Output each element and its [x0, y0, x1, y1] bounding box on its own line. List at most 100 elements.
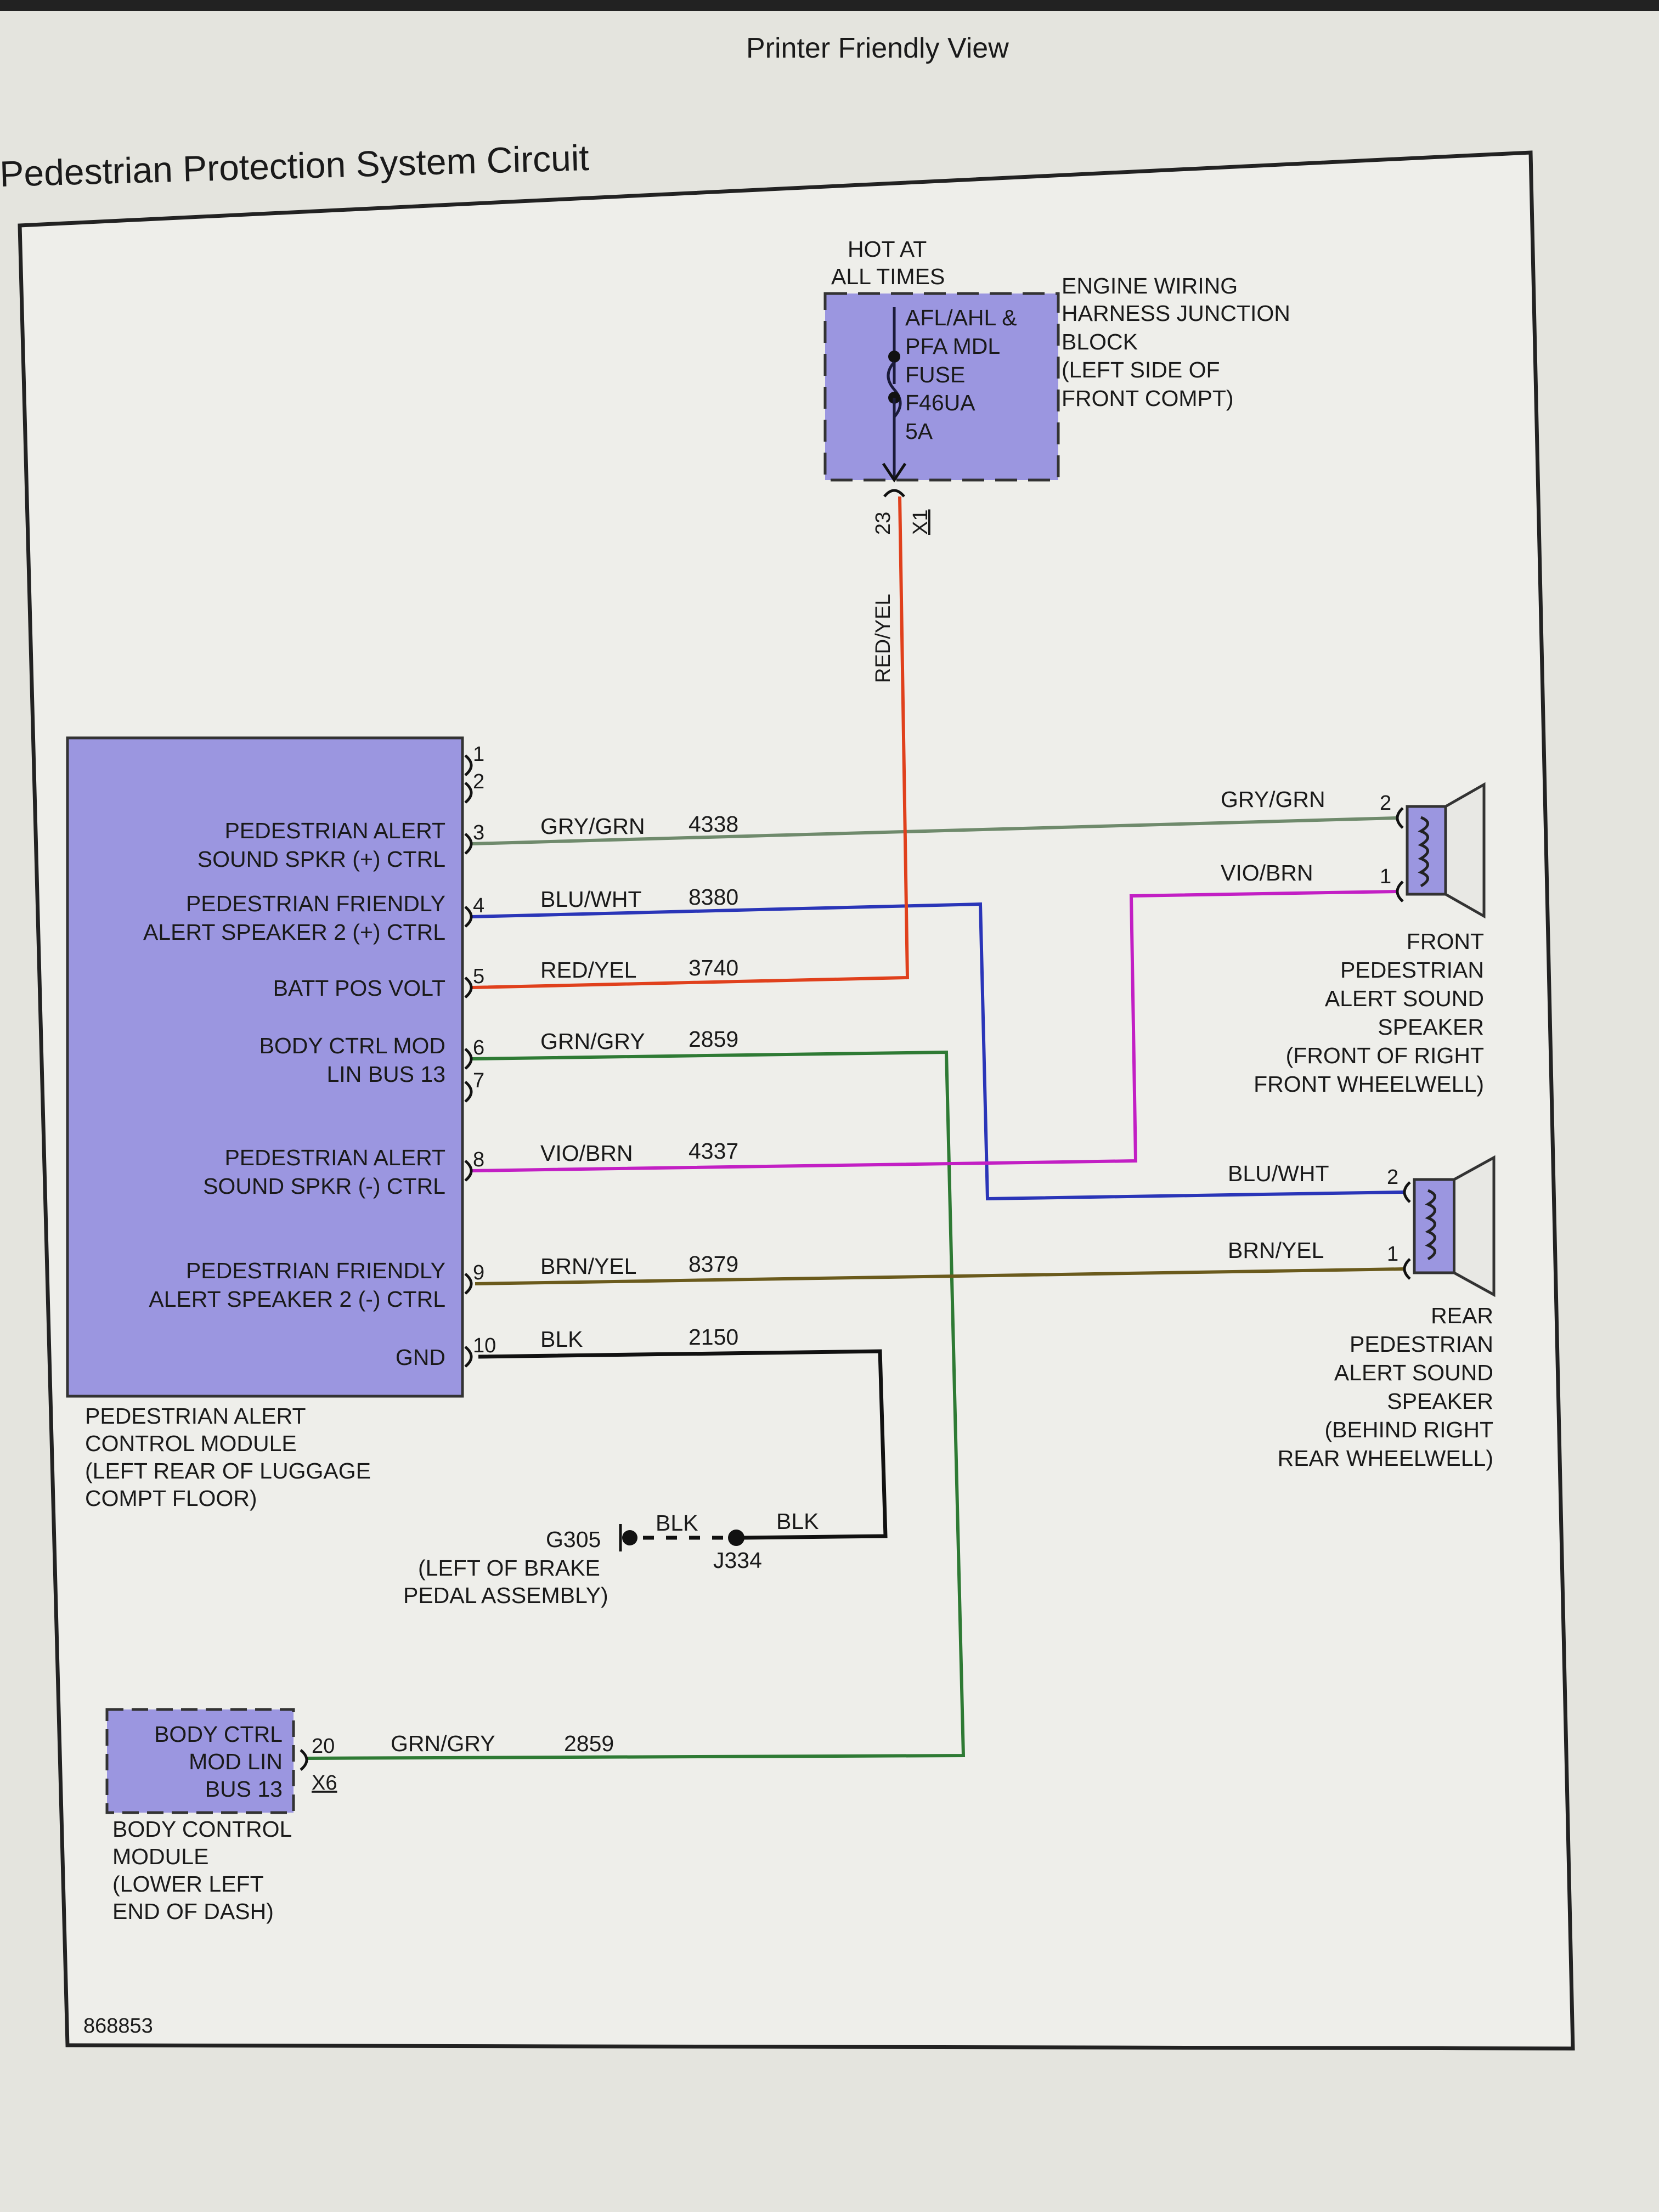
connector-label: X6: [312, 1771, 337, 1795]
connector-label: X1: [909, 510, 932, 535]
wire-color-label: GRN/GRY: [391, 1731, 495, 1756]
pin-label: PEDESTRIAN ALERT: [224, 1145, 445, 1170]
connector-x1: [883, 489, 905, 498]
circuit-number: 3740: [689, 955, 738, 980]
front-speaker: 2 GRY/GRN 1 VIO/BRN FRONT PEDESTRIAN ALERT SOU…: [1221, 782, 1486, 1097]
ground-location: (LEFT OF BRAKE: [418, 1555, 600, 1581]
fuse-terminal: [888, 351, 900, 363]
pin-number: 7: [473, 1069, 484, 1092]
pin-label: SOUND SPKR (+) CTRL: [198, 847, 445, 872]
speaker-name: SPEAKER: [1378, 1014, 1484, 1040]
fuse-block-name: ENGINE WIRING: [1062, 273, 1238, 298]
wire-color-label: BLK: [776, 1509, 819, 1534]
bcm-pin-label: BODY CTRL: [154, 1722, 283, 1747]
bcm-pin-label: MOD LIN: [189, 1749, 283, 1774]
connector-terminal: [464, 754, 473, 776]
connector-terminal: [464, 1048, 473, 1070]
wire-color-label: BLU/WHT: [1228, 1161, 1329, 1186]
ground-location: PEDAL ASSEMBLY): [403, 1583, 608, 1608]
pin-number: 3: [473, 821, 484, 844]
wire-gry-grn: [471, 816, 1397, 845]
wire-color-label: GRY/GRN: [1221, 787, 1325, 812]
wire-color-label: RED/YEL: [872, 594, 895, 683]
wire-color-label: GRY/GRN: [540, 814, 645, 839]
bcm-pin-label: BUS 13: [205, 1776, 283, 1802]
speaker-name: FRONT WHEELWELL): [1254, 1071, 1484, 1097]
bcm-name: END OF DASH): [112, 1899, 274, 1924]
pin-label: PEDESTRIAN ALERT: [224, 818, 445, 843]
fuse-icon: [887, 361, 902, 418]
fuse-block-name: BLOCK: [1062, 329, 1138, 354]
pin-label: BATT POS VOLT: [273, 975, 445, 1001]
pin-number: 2: [473, 770, 484, 793]
module-name: CONTROL MODULE: [85, 1431, 297, 1456]
fuse-label: AFL/AHL &: [905, 305, 1017, 330]
connector-terminal: [464, 1346, 473, 1368]
pin-label: PEDESTRIAN FRIENDLY: [186, 891, 445, 916]
diagram-id: 868853: [83, 2015, 153, 2038]
fuse-label: 5A: [905, 419, 933, 444]
connector-terminal: [464, 1160, 473, 1182]
wire-color-label: GRN/GRY: [540, 1029, 645, 1054]
wire-color-label: VIO/BRN: [1221, 860, 1313, 885]
wire-color-label: BLK: [540, 1327, 583, 1352]
connector-terminal: [464, 977, 473, 998]
top-bezel: [0, 0, 1659, 11]
splice-label: J334: [713, 1548, 762, 1573]
connector-terminal: [464, 833, 473, 855]
wire-color-label: BRN/YEL: [1228, 1238, 1324, 1263]
pin-number: 10: [473, 1334, 496, 1357]
pin-number: 23: [872, 512, 895, 535]
hot-label: HOT AT: [848, 236, 927, 262]
speaker-name: (FRONT OF RIGHT: [1286, 1043, 1484, 1068]
pin-number: 1: [473, 743, 484, 766]
pin-number: 4: [473, 894, 484, 917]
module-name: (LEFT REAR OF LUGGAGE: [85, 1458, 371, 1483]
circuit-number: 8380: [689, 884, 738, 910]
diagram-frame: [18, 150, 1575, 2051]
ground-label: G305: [546, 1527, 601, 1552]
pin-number: 20: [312, 1735, 335, 1758]
bcm-name: (LOWER LEFT: [112, 1871, 264, 1897]
speaker-name: REAR WHEELWELL): [1278, 1446, 1493, 1471]
module-name: COMPT FLOOR): [85, 1486, 257, 1511]
connector-terminal: [464, 906, 473, 928]
fuse-label: F46UA: [905, 390, 975, 415]
fuse-block-name: HARNESS JUNCTION: [1062, 301, 1290, 326]
pin-number: 1: [1380, 865, 1391, 888]
wire-color-label: VIO/BRN: [540, 1141, 633, 1166]
connector-terminal: [464, 782, 473, 804]
coil-icon: [1425, 1189, 1436, 1261]
circuit-number: 2859: [689, 1026, 738, 1052]
pin-label: LIN BUS 13: [327, 1062, 446, 1087]
speaker-name: REAR: [1431, 1303, 1493, 1328]
pin-number: 2: [1380, 792, 1391, 815]
ground-g305: G305 (LEFT OF BRAKE PEDAL ASSEMBLY) BLK …: [403, 1509, 819, 1608]
coil-icon: [1418, 816, 1429, 888]
pin-label: ALERT SPEAKER 2 (+) CTRL: [143, 919, 445, 945]
speaker-name: PEDESTRIAN: [1340, 957, 1484, 983]
wire-red-yel: [471, 496, 910, 989]
splice-j334: [728, 1530, 744, 1546]
speaker-name: (BEHIND RIGHT: [1325, 1417, 1494, 1442]
wire-grn-gry: [307, 1050, 966, 1760]
circuit-number: 2150: [689, 1324, 738, 1350]
printer-friendly-header[interactable]: Printer Friendly View: [746, 32, 1009, 64]
connector-terminal: [464, 1273, 473, 1295]
bcm-name: BODY CONTROL: [112, 1816, 292, 1842]
speaker-name: ALERT SOUND: [1325, 986, 1484, 1011]
speaker-name: SPEAKER: [1387, 1389, 1493, 1414]
fuse-block: HOT AT ALL TIMES AFL/AHL & PFA MDL FUSE …: [823, 236, 1290, 683]
speaker-name: ALERT SOUND: [1334, 1360, 1493, 1385]
hot-label: ALL TIMES: [831, 264, 945, 289]
circuit-number: 4337: [689, 1138, 738, 1164]
pin-number: 6: [473, 1036, 484, 1059]
speaker-name: PEDESTRIAN: [1350, 1331, 1493, 1357]
pin-label: GND: [396, 1345, 445, 1370]
pin-label: PEDESTRIAN FRIENDLY: [186, 1258, 445, 1283]
speaker-name: FRONT: [1407, 929, 1484, 954]
wire-vio-brn: [471, 890, 1397, 1172]
pin-number: 9: [473, 1261, 484, 1284]
